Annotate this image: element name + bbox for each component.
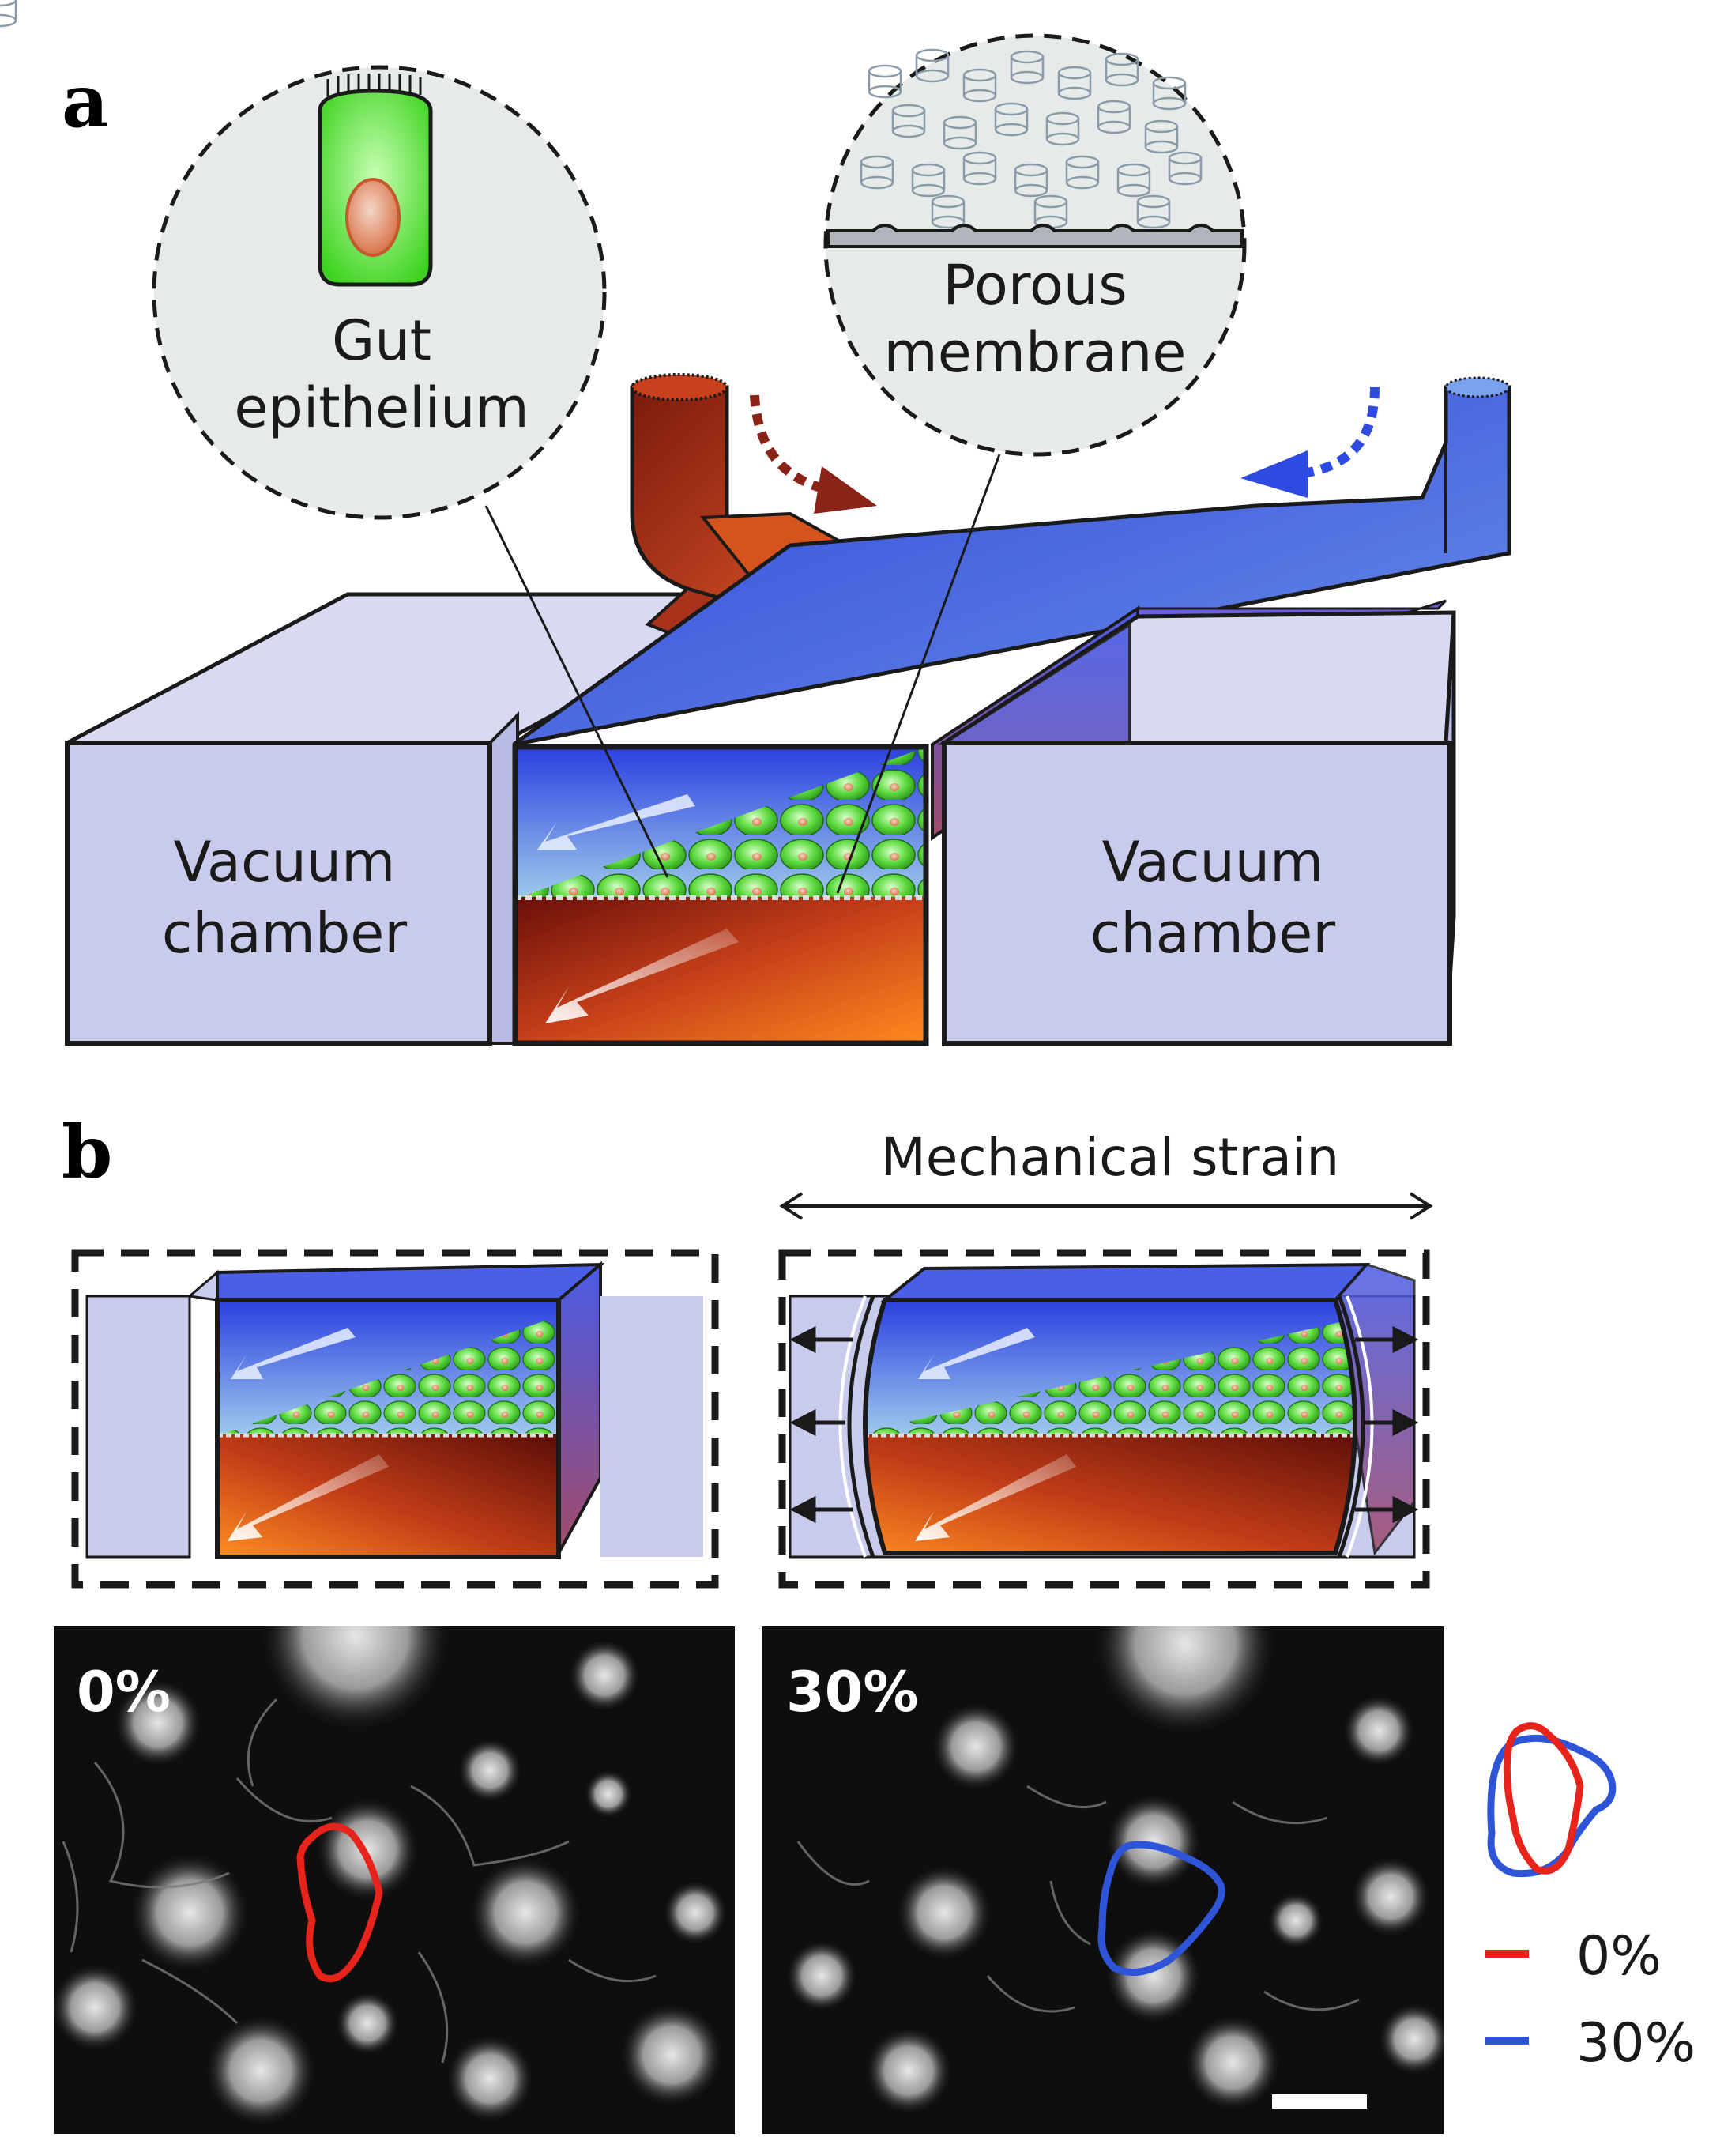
epithelium-pointer-line xyxy=(484,505,669,878)
micrograph-0-percent: 0% xyxy=(54,1626,735,2134)
legend-label-0: 0% xyxy=(1576,1925,1662,1988)
membrane-sheet xyxy=(826,224,1244,248)
micrograph-30-percent: 30% xyxy=(762,1626,1444,2134)
left-chamber-label-line1: Vacuum xyxy=(174,830,396,895)
stretched-schematic xyxy=(778,1249,1430,1589)
relaxed-schematic xyxy=(71,1249,719,1589)
porous-membrane-callout: Porous membrane xyxy=(0,0,1247,457)
right-vacuum-chamber xyxy=(942,741,1452,1046)
right-chamber-label-line1: Vacuum xyxy=(1102,830,1324,895)
outline-overlay xyxy=(1487,1722,1617,1878)
panel-b-letter: b xyxy=(62,1110,112,1195)
cell-outline-0-percent xyxy=(296,1822,383,1983)
porous-membrane-label-line1: Porous xyxy=(943,253,1127,318)
micrograph-30-label: 30% xyxy=(786,1660,919,1724)
membrane-pointer-line xyxy=(836,454,1001,894)
left-chamber-label-line2: chamber xyxy=(162,901,407,966)
mechanical-strain-label: Mechanical strain xyxy=(881,1127,1339,1188)
legend-label-1: 30% xyxy=(1576,2012,1696,2075)
panel-a-letter: a xyxy=(62,58,109,144)
right-chamber-label-line2: chamber xyxy=(1090,901,1335,966)
legend: 0% 30% xyxy=(1485,1925,1696,2075)
stretch-arrows-left xyxy=(789,1325,853,1524)
cross-section-frame xyxy=(512,744,929,1046)
porous-membrane-label-line2: membrane xyxy=(884,320,1187,385)
scale-bar xyxy=(1272,2094,1367,2109)
stretch-arrows-right xyxy=(1355,1325,1419,1524)
membrane-pores-icon xyxy=(0,0,1203,229)
strain-double-arrow xyxy=(779,1192,1433,1220)
blue-flow-arrow xyxy=(1240,386,1380,498)
left-vacuum-chamber xyxy=(65,741,492,1046)
gut-epithelium-label-line2: epithelium xyxy=(234,375,529,440)
cross-section-window xyxy=(515,747,926,1043)
panel-a: a Vacuum chamber Vacuum chamber xyxy=(0,0,1511,1047)
cell-outline-30-percent xyxy=(1097,1841,1225,1977)
gut-epithelium-label-line1: Gut xyxy=(332,308,431,373)
epithelial-cell-icon xyxy=(318,74,433,287)
panel-b: b Mechanical strain xyxy=(54,1110,1696,2134)
gut-epithelium-callout: Gut epithelium xyxy=(152,65,607,520)
red-flow-arrow xyxy=(750,394,877,514)
micrograph-0-label: 0% xyxy=(77,1660,171,1724)
